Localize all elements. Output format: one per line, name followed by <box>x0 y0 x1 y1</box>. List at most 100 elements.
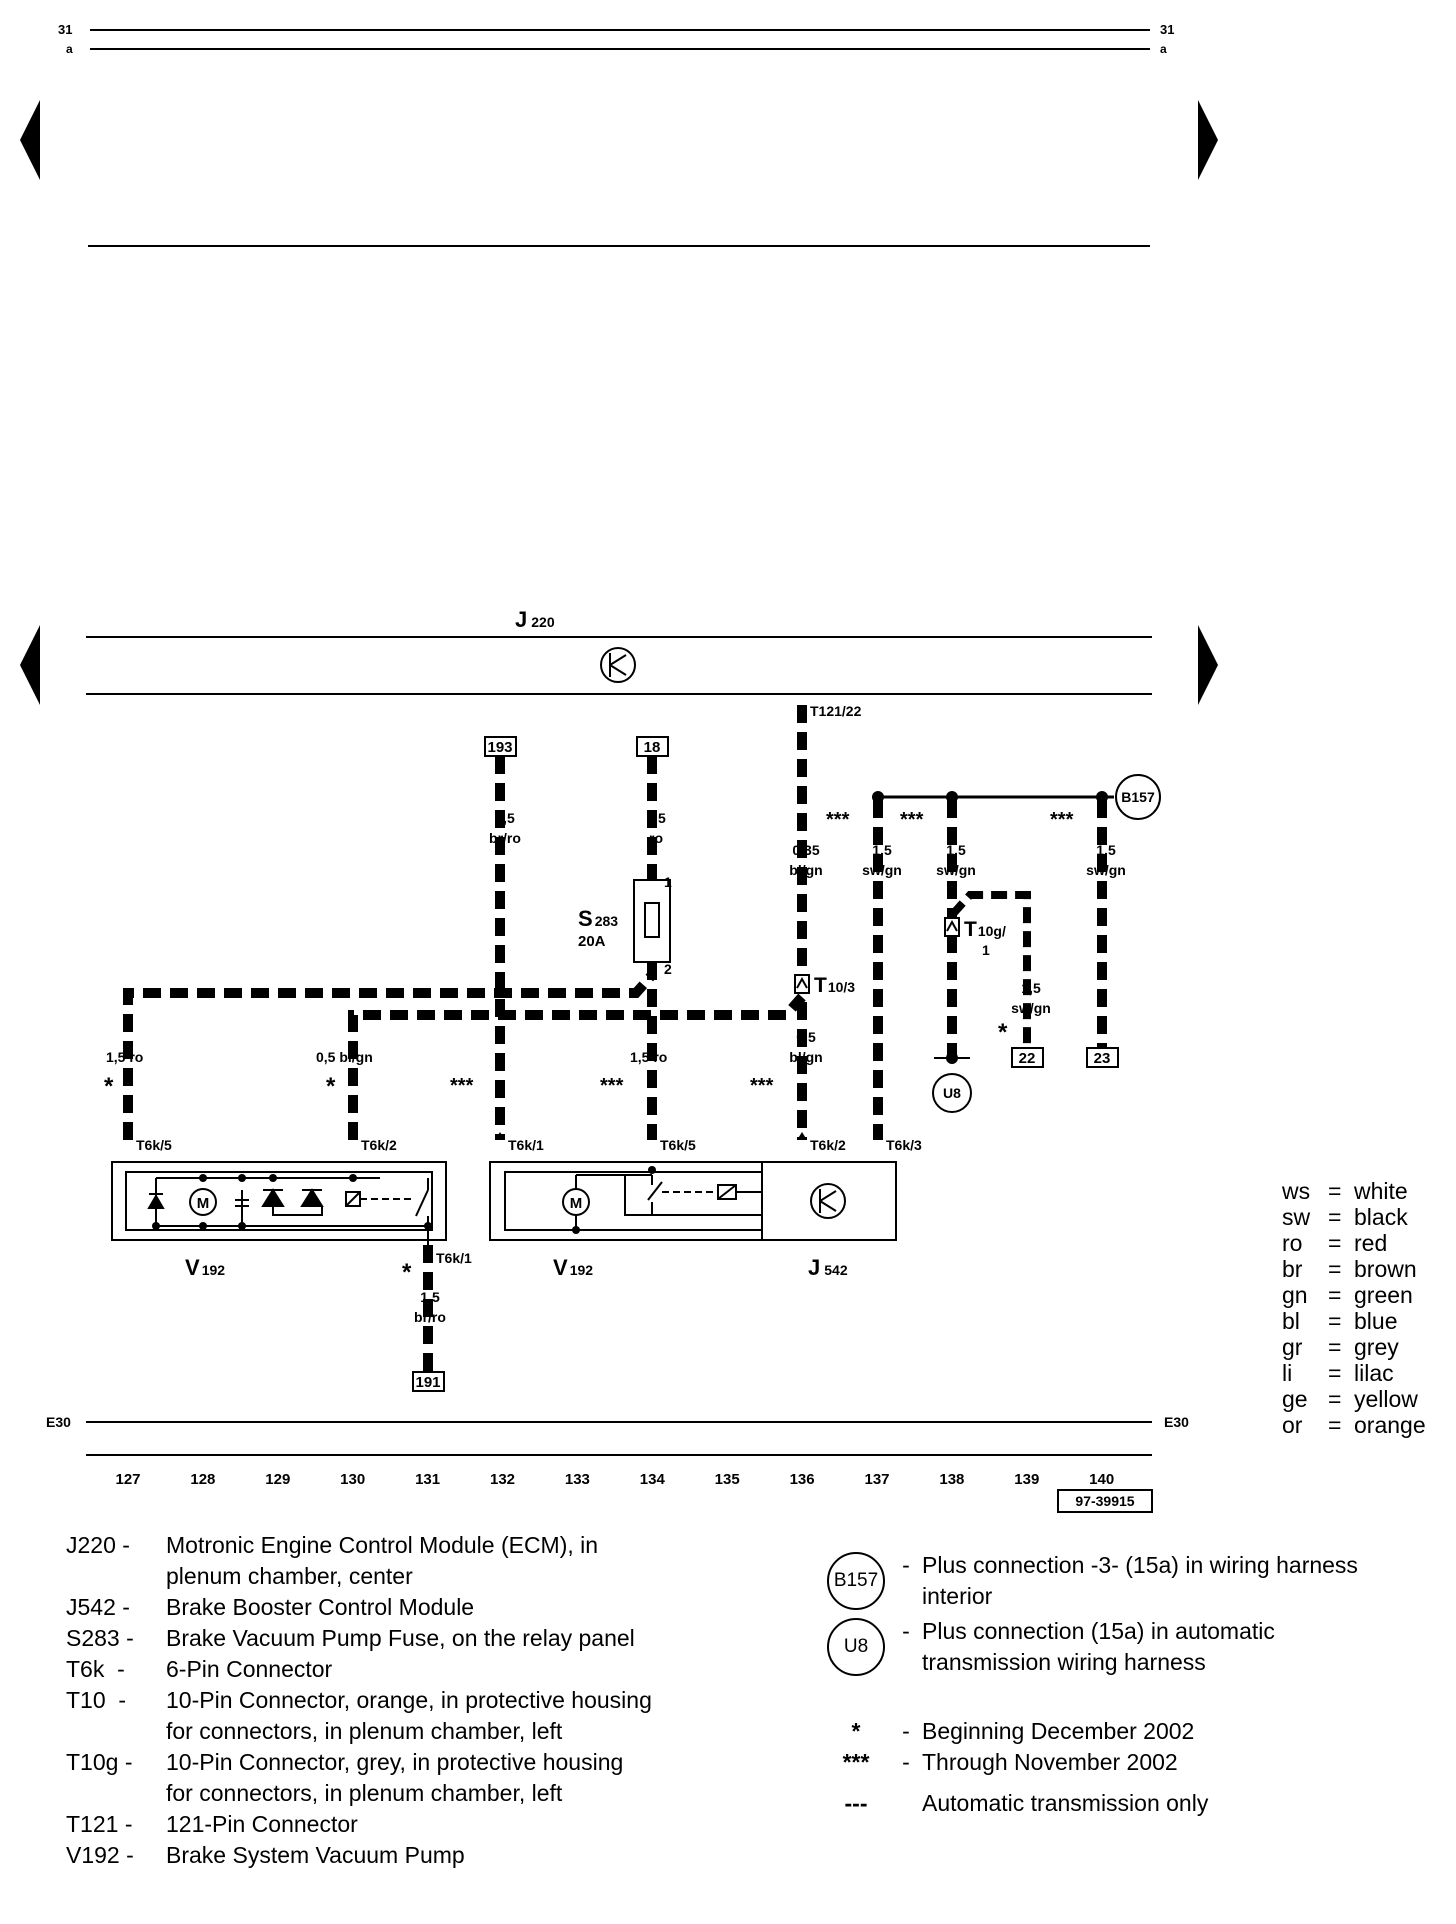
fuse-rating: 20A <box>578 933 606 950</box>
triple-star-symbol: *** <box>842 1749 870 1775</box>
fuse-pin-1: 1 <box>664 874 672 890</box>
track-number: 127 <box>115 1471 140 1488</box>
track-number: 132 <box>490 1471 515 1488</box>
color-name: lilac <box>1354 1360 1394 1386</box>
component-desc: plenum chamber, center <box>166 1563 413 1589</box>
wires <box>123 705 1114 1372</box>
component-legend-row: T10g -10-Pin Connector, grey, in protect… <box>66 1747 806 1809</box>
component-desc: Brake Vacuum Pump Fuse, on the relay pan… <box>166 1625 635 1651</box>
color-name: brown <box>1354 1256 1417 1282</box>
track-number: 138 <box>939 1471 964 1488</box>
header-left-sub: a <box>66 42 73 56</box>
wire-labels: 1,5 br/ro 1,5 ro 0,35 bl/gn 1,5 sw/gn 1,… <box>106 810 1126 1325</box>
track-number: 136 <box>790 1471 815 1488</box>
page-next-arrow-top[interactable] <box>1198 100 1218 180</box>
color-equals: = <box>1328 1178 1342 1204</box>
b157-label: B157 <box>1121 789 1155 805</box>
figure-id: 97-39915 <box>1057 1489 1153 1513</box>
star-symbol: * <box>851 1718 861 1744</box>
w18-gauge: 1,5 <box>646 810 666 826</box>
legend-star: * - Beginning December 2002 <box>822 1716 1442 1747</box>
color-name: grey <box>1354 1334 1399 1360</box>
pin-t6k5b: T6k/5 <box>660 1137 696 1153</box>
page-prev-arrow-bottom[interactable] <box>20 625 40 705</box>
component-desc: 10-Pin Connector, grey, in protective ho… <box>166 1749 624 1775</box>
component-legend-row: J220 - Motronic Engine Control Module (EC… <box>66 1530 806 1592</box>
track-number: 129 <box>265 1471 290 1488</box>
star-139: * <box>998 1019 1008 1046</box>
pin-t6k1b: T6k/1 <box>508 1137 544 1153</box>
legend-u8: U8 - Plus connection (15a) in automatic … <box>822 1616 1442 1678</box>
color-equals: = <box>1328 1360 1342 1386</box>
pin-t6k2a: T6k/2 <box>361 1137 397 1153</box>
track-number: 130 <box>340 1471 365 1488</box>
color-equals: = <box>1328 1412 1342 1438</box>
color-code: gn <box>1282 1282 1308 1308</box>
legend-b157-desc-2: interior <box>922 1583 993 1609</box>
triple-138: *** <box>900 809 924 831</box>
ecm-symbol-icon <box>600 647 636 683</box>
t10-label: T10/3 <box>814 974 855 997</box>
w193-gauge: 1,5 <box>495 810 515 826</box>
w134-label: 1,5 ro <box>630 1049 667 1065</box>
legend-dash: - <box>902 1749 910 1775</box>
connector-t10g: T10g/ 1 <box>944 917 1006 958</box>
pin-t6k1a: T6k/1 <box>436 1250 472 1266</box>
component-id: J220 - <box>66 1532 130 1558</box>
w193-color: br/ro <box>489 830 521 846</box>
color-equals: = <box>1328 1230 1342 1256</box>
star-131: * <box>402 1259 412 1286</box>
track-number: 128 <box>190 1471 215 1488</box>
legend-dash: - <box>902 1618 910 1644</box>
b157-connection: B157 <box>1115 774 1161 820</box>
header-right-sub: a <box>1160 42 1167 56</box>
w140-gauge: 1,5 <box>1096 842 1116 858</box>
motor-icon-left <box>189 1188 217 1216</box>
track-number: 139 <box>1014 1471 1039 1488</box>
u8-label: U8 <box>943 1085 961 1101</box>
color-code: gr <box>1282 1334 1303 1360</box>
triple-132: *** <box>450 1075 474 1097</box>
legend-auto: --- Automatic transmission only <box>822 1788 1442 1819</box>
wt121-gauge: 0,35 <box>792 842 819 858</box>
page-next-arrow-bottom[interactable] <box>1198 625 1218 705</box>
u8-connection: U8 <box>932 1057 972 1113</box>
date-marks: * * * * *** *** *** *** *** *** <box>104 809 1074 1286</box>
legend-b157-desc-1: Plus connection -3- (15a) in wiring harn… <box>922 1552 1358 1578</box>
track-number: 133 <box>565 1471 590 1488</box>
color-name: red <box>1354 1230 1388 1256</box>
ref-23: 23 <box>1094 1050 1111 1067</box>
header-left-num: 31 <box>58 22 72 37</box>
pin-t121-22: T121/22 <box>810 703 862 719</box>
color-name: orange <box>1354 1412 1426 1438</box>
star-127: * <box>104 1073 114 1100</box>
e30-label-right: E30 <box>1164 1414 1189 1430</box>
color-equals: = <box>1328 1282 1342 1308</box>
color-name: yellow <box>1354 1386 1418 1412</box>
component-desc: Brake Booster Control Module <box>166 1594 475 1620</box>
pin-t6k3: T6k/3 <box>886 1137 922 1153</box>
w131-gauge: 1,5 <box>420 1289 440 1305</box>
page-prev-arrow-top[interactable] <box>20 100 40 180</box>
w131-color: br/ro <box>414 1309 446 1325</box>
component-legend-row: S283 -Brake Vacuum Pump Fuse, on the rel… <box>66 1623 806 1654</box>
component-desc: Motronic Engine Control Module (ECM), in <box>166 1532 599 1558</box>
notes-legend: B157 - Plus connection -3- (15a) in wiri… <box>822 1550 1442 1819</box>
t10g-label-line2: 1 <box>982 942 990 958</box>
component-legend-row: T10 -10-Pin Connector, orange, in protec… <box>66 1685 806 1747</box>
color-code-row: ro=red <box>1282 1230 1426 1256</box>
w136-gauge: 0,5 <box>796 1029 816 1045</box>
color-code-row: li=lilac <box>1282 1360 1426 1386</box>
color-code: bl <box>1282 1308 1300 1334</box>
legend-star-desc: Beginning December 2002 <box>922 1718 1195 1744</box>
color-equals: = <box>1328 1256 1342 1282</box>
track-number: 140 <box>1089 1471 1114 1488</box>
color-code-row: or=orange <box>1282 1412 1426 1438</box>
u8-symbol: U8 <box>827 1618 885 1676</box>
color-code-row: gr=grey <box>1282 1334 1426 1360</box>
